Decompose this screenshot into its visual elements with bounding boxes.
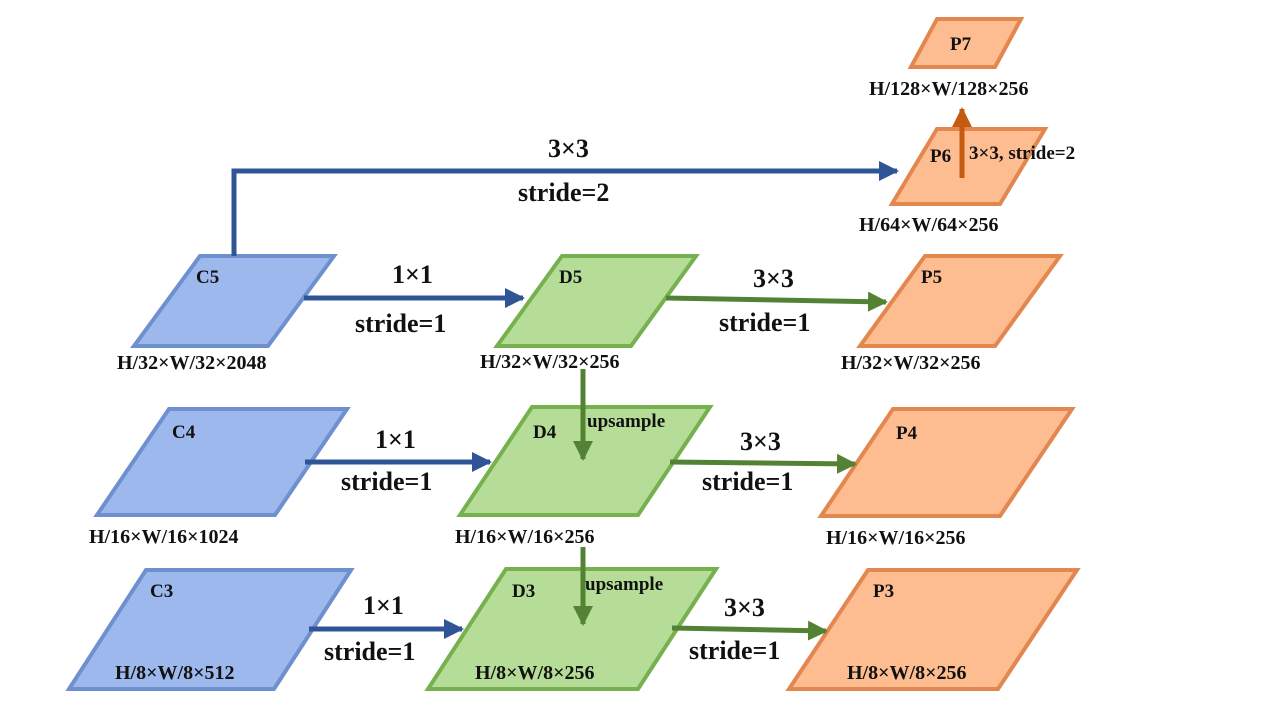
edge-d3-p3-kernel: 3×3 [724,593,765,622]
arrow-d4-to-p4 [669,453,857,474]
node-p3-dims: H/8×W/8×256 [847,662,966,684]
arrow-d3-to-p3 [671,620,828,641]
node-c5-shape [130,254,338,348]
edge-c4-d4-kernel: 1×1 [375,425,416,454]
node-p5-dims: H/32×W/32×256 [841,352,980,374]
node-p7-label: P7 [950,34,972,55]
edge-d3-p3-stride: stride=1 [689,636,780,665]
node-p3-label: P3 [873,581,894,602]
node-p7-dims: H/128×W/128×256 [869,78,1028,100]
node-c4-dims: H/16×W/16×1024 [89,526,238,548]
edge-c5-d5-stride: stride=1 [355,309,446,338]
edge-d5-p5-kernel: 3×3 [753,264,794,293]
node-d3-label: D3 [512,581,535,602]
arrow-d5-to-p5 [665,291,888,312]
node-d5-dims: H/32×W/32×256 [480,351,619,373]
node-c3-dims: H/8×W/8×512 [115,662,234,684]
node-p3-shape [785,568,1081,691]
edge-c3-d3-kernel: 1×1 [363,591,404,620]
edge-p6-p7-label: 3×3, stride=2 [969,143,1075,164]
node-p5-label: P5 [921,267,942,288]
node-d4-label: D4 [533,422,557,443]
edge-c3-d3-stride: stride=1 [324,637,415,666]
node-p4-dims: H/16×W/16×256 [826,527,965,549]
node-p6-dims: H/64×W/64×256 [859,214,998,236]
node-d4-dims: H/16×W/16×256 [455,526,594,548]
edge-d4-d3-label: upsample [585,574,663,595]
edge-c5-d5-kernel: 1×1 [392,260,433,289]
node-p7-shape [907,17,1025,69]
node-p4-label: P4 [896,423,918,444]
edge-d5-d4-label: upsample [587,411,665,432]
node-d4-shape [456,405,714,517]
node-d5-label: D5 [559,267,582,288]
edge-c4-d4-stride: stride=1 [341,467,432,496]
node-d3-shape [424,567,720,691]
edge-d4-p4-kernel: 3×3 [740,427,781,456]
node-d3-dims: H/8×W/8×256 [475,662,594,684]
edge-c5-p6-stride: stride=2 [518,178,609,207]
node-p5-shape [856,254,1064,348]
node-c4-shape [93,407,351,517]
node-d5-shape [493,254,700,348]
node-c4-label: C4 [172,422,196,443]
node-c3-shape [65,568,355,691]
node-c3-label: C3 [150,581,173,602]
edge-d4-p4-stride: stride=1 [702,467,793,496]
node-c5-label: C5 [196,267,219,288]
node-p6-label: P6 [930,146,951,167]
arrow-c5-to-p6 [231,161,899,256]
edge-c5-p6-kernel: 3×3 [548,134,589,163]
node-p6-shape [888,127,1049,206]
node-c5-dims: H/32×W/32×2048 [117,352,266,374]
edge-d5-p5-stride: stride=1 [719,308,810,337]
node-p4-shape [817,407,1076,518]
